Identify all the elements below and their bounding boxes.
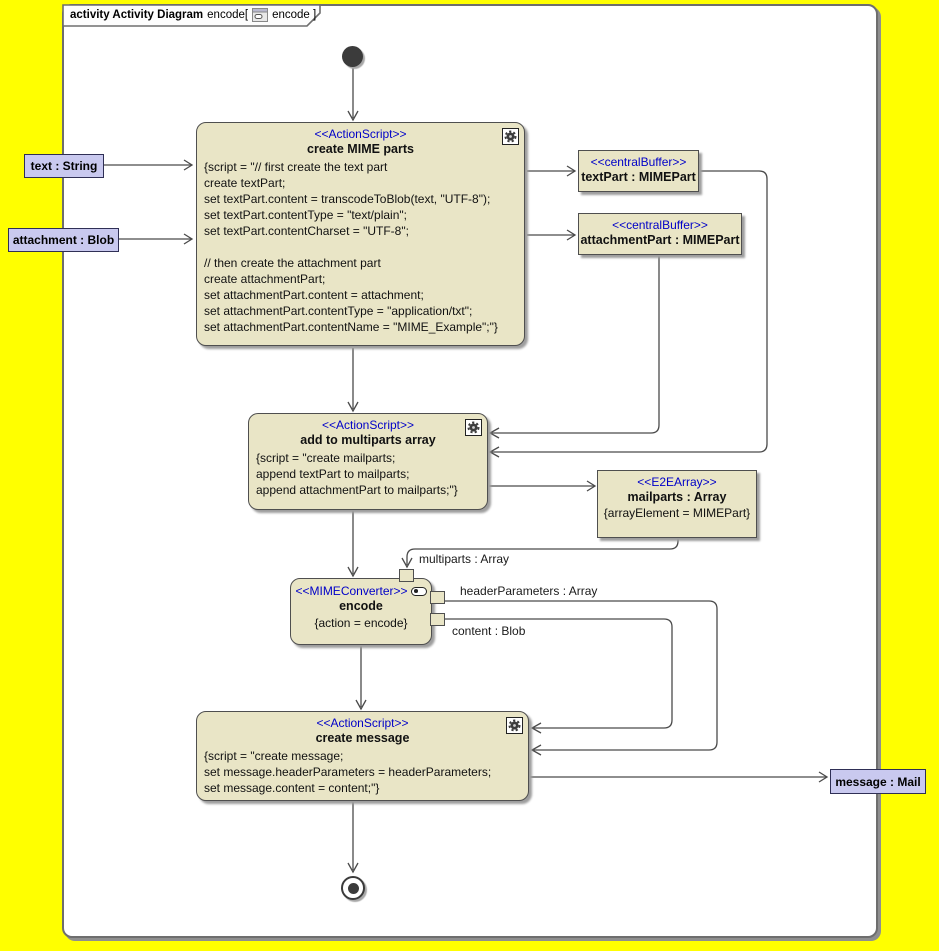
edge-label-multiparts: multiparts : Array bbox=[419, 552, 510, 566]
buffer-name: attachmentPart : MIMEPart bbox=[580, 233, 740, 247]
param-attachment-blob[interactable]: attachment : Blob bbox=[8, 228, 119, 252]
edge-label-header-parameters: headerParameters : Array bbox=[460, 584, 598, 598]
buffer-textpart[interactable]: <<centralBuffer>> textPart : MIMEPart bbox=[578, 150, 699, 192]
final-node-dot bbox=[347, 882, 359, 894]
stereotype: <<ActionScript>> bbox=[316, 716, 409, 730]
param-text-string[interactable]: text : String bbox=[24, 154, 104, 178]
buffer-name: textPart : MIMEPart bbox=[581, 170, 696, 184]
stereotype: <<E2EArray>> bbox=[637, 475, 717, 489]
action-create-mime-parts[interactable]: <<ActionScript>> create MIME parts {scri… bbox=[196, 122, 525, 346]
action-name: add to multiparts array bbox=[300, 433, 436, 447]
frame-name-right: encode ] bbox=[272, 9, 317, 21]
activity-diagram-icon bbox=[252, 8, 269, 22]
object-tag: {arrayElement = MIMEPart} bbox=[603, 506, 751, 520]
buffer-attachmentpart[interactable]: <<centralBuffer>> attachmentPart : MIMEP… bbox=[578, 213, 742, 255]
action-name: create MIME parts bbox=[307, 142, 414, 156]
stereotype: <<ActionScript>> bbox=[314, 127, 407, 141]
stereotype: <<MIMEConverter>> bbox=[295, 584, 408, 598]
stereotype: <<centralBuffer>> bbox=[590, 155, 687, 169]
action-name: create message bbox=[315, 731, 410, 745]
action-tag: {action = encode} bbox=[314, 616, 408, 630]
frame-header: activity Activity Diagram encode[ encode… bbox=[70, 7, 316, 23]
stereotype: <<centralBuffer>> bbox=[612, 218, 708, 232]
object-name: mailparts : Array bbox=[627, 490, 727, 504]
param-message-mail[interactable]: message : Mail bbox=[830, 769, 926, 794]
gear-icon bbox=[506, 717, 523, 734]
action-add-to-multiparts[interactable]: <<ActionScript>> add to multiparts array… bbox=[248, 413, 488, 510]
pin-multiparts[interactable] bbox=[399, 569, 414, 582]
action-create-message[interactable]: <<ActionScript>> create message {script … bbox=[196, 711, 529, 801]
stereotype: <<ActionScript>> bbox=[321, 418, 415, 432]
edge-label-content: content : Blob bbox=[452, 624, 526, 638]
frame-name-left: encode[ bbox=[207, 9, 249, 21]
gear-icon bbox=[502, 128, 519, 145]
gear-icon bbox=[465, 419, 482, 436]
action-script-text: {script = "// first create the text part… bbox=[204, 160, 498, 334]
action-script-text: {script = "create message; set message.h… bbox=[204, 749, 492, 795]
param-label: text : String bbox=[30, 159, 98, 173]
converter-icon bbox=[410, 586, 427, 596]
action-name: encode bbox=[339, 599, 383, 613]
activity-final-node[interactable] bbox=[341, 876, 365, 900]
object-mailparts[interactable]: <<E2EArray>> mailparts : Array {arrayEle… bbox=[597, 470, 757, 538]
pin-header-parameters[interactable] bbox=[430, 591, 445, 604]
pin-content[interactable] bbox=[430, 613, 445, 626]
param-label: message : Mail bbox=[835, 774, 921, 789]
action-encode[interactable]: <<MIMEConverter>> encode {action = encod… bbox=[290, 578, 432, 645]
param-label: attachment : Blob bbox=[12, 233, 115, 247]
initial-node[interactable] bbox=[342, 46, 363, 67]
action-script-text: {script = "create mailparts; append text… bbox=[256, 451, 458, 497]
frame-keyword: activity Activity Diagram bbox=[70, 9, 204, 21]
